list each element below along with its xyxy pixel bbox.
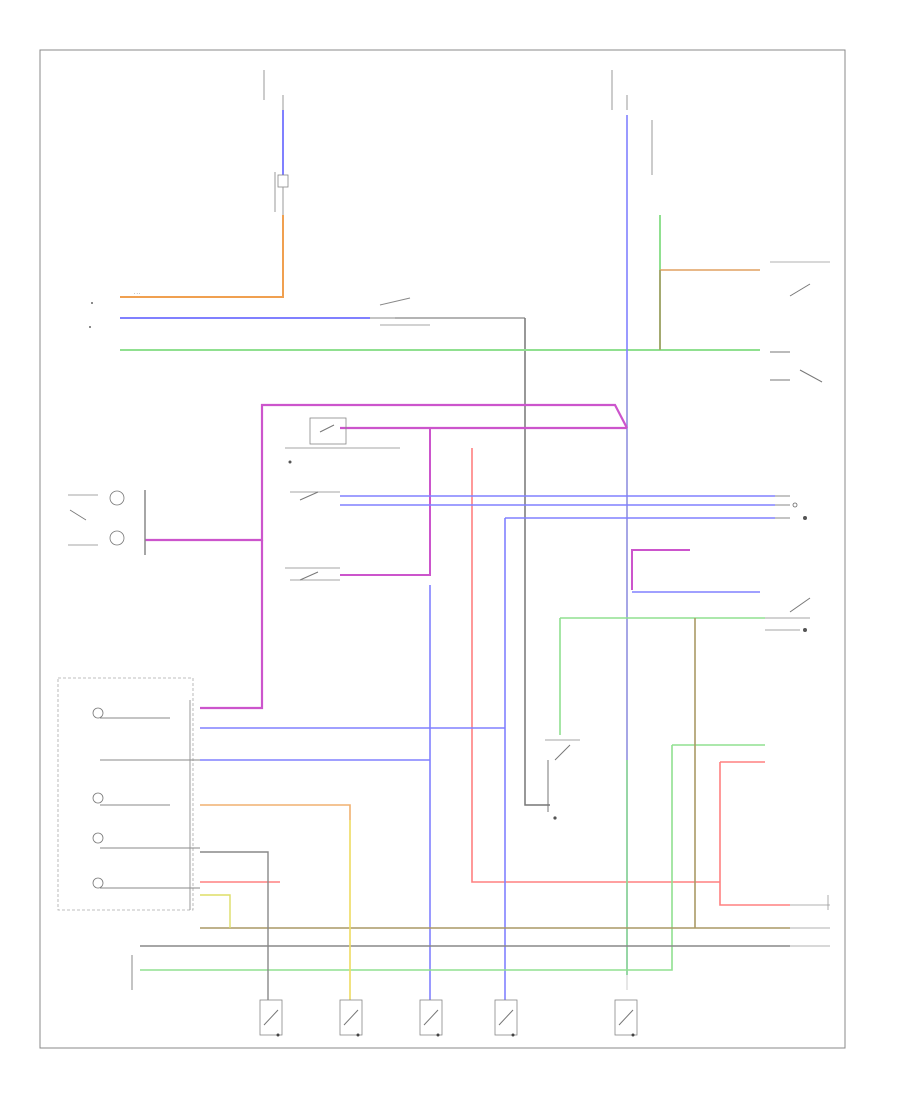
wire-green-right-vertical bbox=[140, 745, 673, 971]
diagram-frame bbox=[39, 49, 846, 1049]
right-fuse-feed bbox=[611, 70, 653, 175]
left-fuse-feed bbox=[263, 70, 289, 215]
combination-switch bbox=[57, 677, 200, 911]
front-light-switches bbox=[285, 491, 340, 581]
wire-red-main bbox=[471, 448, 720, 883]
wire-yellow-bottom bbox=[200, 894, 231, 928]
wire-orange-top bbox=[120, 215, 284, 298]
right-front-turn-connectors bbox=[775, 495, 807, 520]
bottom-ground-switches bbox=[259, 999, 638, 1037]
right-rear-connectors bbox=[790, 895, 830, 947]
stop-light-switch bbox=[770, 261, 830, 383]
wire-purple-trailer bbox=[631, 549, 690, 590]
wire-purple-to-dash bbox=[340, 428, 431, 576]
rear-lamp-relay bbox=[545, 739, 580, 820]
left-markers bbox=[89, 302, 93, 328]
wire-gray-combination bbox=[200, 851, 269, 1000]
wire-gray-defogger bbox=[524, 318, 550, 806]
lighting-switch bbox=[68, 490, 146, 555]
license-plate-light bbox=[765, 597, 811, 632]
hazard-flasher bbox=[285, 417, 400, 464]
svg-text:· · ·: · · · bbox=[134, 291, 140, 296]
rear-defogger-switch bbox=[370, 297, 525, 326]
wire-purple-left-combination bbox=[200, 540, 264, 710]
wire-red-right bbox=[719, 762, 790, 906]
wire-purple-main bbox=[145, 403, 628, 542]
